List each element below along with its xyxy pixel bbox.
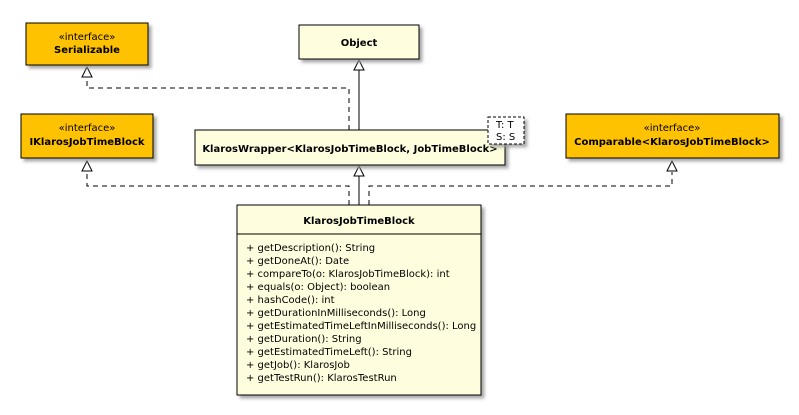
member-item: + compareTo(o: KlarosJobTimeBlock): int <box>246 269 450 280</box>
member-item: + getEstimatedTimeLeftInMilliseconds(): … <box>246 321 476 332</box>
class-box <box>25 22 149 66</box>
class-name: KlarosWrapper<KlarosJobTimeBlock, JobTim… <box>202 144 497 155</box>
class-name: Object <box>341 38 378 49</box>
member-item: + getDescription(): String <box>246 243 375 254</box>
member-list: + getDescription(): String + getDoneAt()… <box>246 243 476 384</box>
class-name: Serializable <box>54 45 120 56</box>
class-serializable[interactable]: «interface» Serializable <box>25 22 149 66</box>
class-name: KlarosJobTimeBlock <box>303 216 415 227</box>
generic-param-s: S: S <box>496 132 515 143</box>
realization-arrowhead-serializable <box>81 65 93 78</box>
class-iklarosjobtimeblock[interactable]: «interface» IKlarosJobTimeBlock <box>20 113 154 159</box>
class-box <box>194 129 506 166</box>
member-item: + getDuration(): String <box>246 334 362 345</box>
class-klaroswrapper[interactable]: KlarosWrapper<KlarosJobTimeBlock, JobTim… <box>194 116 525 166</box>
member-item: + getDoneAt(): Date <box>246 256 349 267</box>
class-name: Comparable<KlarosJobTimeBlock> <box>574 137 770 148</box>
class-comparable[interactable]: «interface» Comparable<KlarosJobTimeBloc… <box>565 113 780 159</box>
member-item: + getJob(): KlarosJob <box>246 360 350 371</box>
member-item: + hashCode(): int <box>246 295 335 306</box>
class-klarosjobtimeblock[interactable]: KlarosJobTimeBlock + getDescription(): S… <box>236 204 482 396</box>
edge-main-comparable <box>368 172 673 205</box>
class-box <box>236 204 482 396</box>
class-box <box>298 24 420 60</box>
member-item: + getTestRun(): KlarosTestRun <box>246 373 397 384</box>
member-item: + getEstimatedTimeLeft(): String <box>246 347 412 358</box>
generalization-arrowhead-wrapper <box>353 164 365 177</box>
class-name: IKlarosJobTimeBlock <box>29 137 144 148</box>
generic-params-box <box>487 116 525 145</box>
edge-main-iklaros <box>86 172 350 205</box>
class-object[interactable]: Object <box>298 24 420 60</box>
realization-arrowhead-iklaros <box>81 159 93 172</box>
member-item: + getDurationInMilliseconds(): Long <box>246 308 426 319</box>
stereotype-label: «interface» <box>644 123 701 134</box>
class-box <box>20 113 154 159</box>
edge-wrapper-serializable <box>86 78 350 130</box>
class-box <box>565 113 780 159</box>
relationships <box>81 58 678 205</box>
member-item: + equals(o: Object): boolean <box>246 282 390 293</box>
generic-param-t: T: T <box>495 120 515 131</box>
realization-arrowhead-comparable <box>666 159 678 172</box>
stereotype-label: «interface» <box>59 32 116 43</box>
stereotype-label: «interface» <box>59 123 116 134</box>
generalization-arrowhead-object <box>353 58 365 71</box>
